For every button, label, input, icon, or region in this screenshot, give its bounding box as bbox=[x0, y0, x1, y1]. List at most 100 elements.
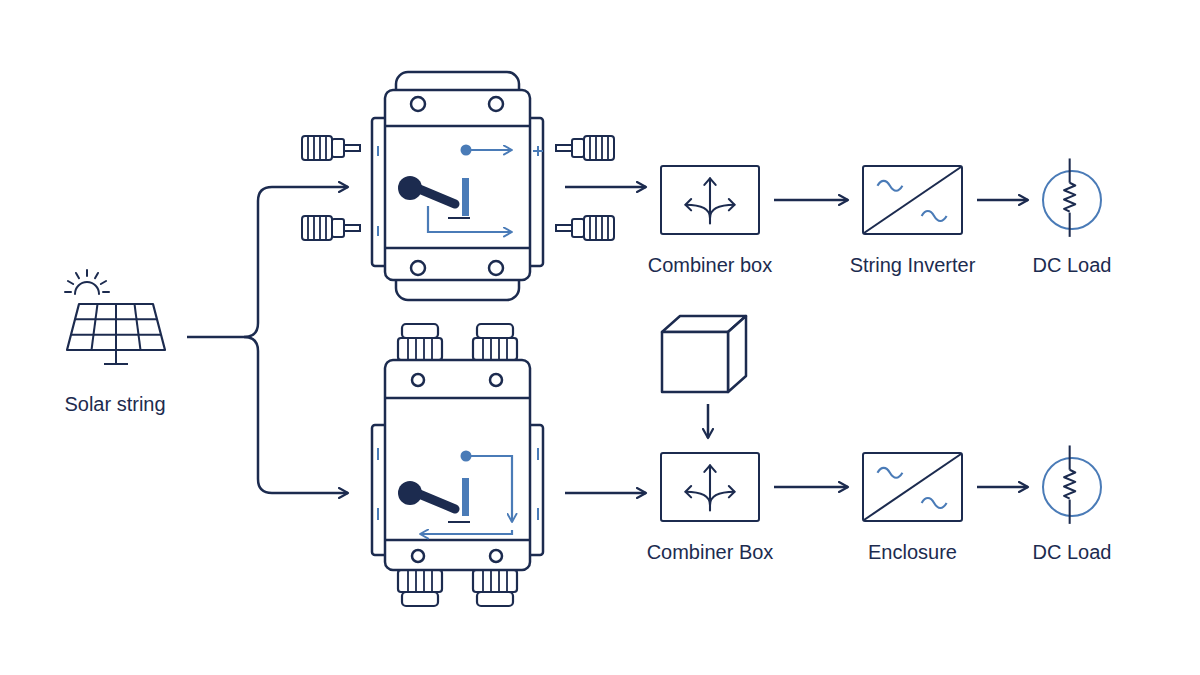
output-wire bbox=[565, 187, 646, 493]
inverter-symbol bbox=[864, 454, 961, 520]
drawing-part bbox=[448, 521, 470, 523]
drawing-part bbox=[877, 181, 902, 191]
drawing-part bbox=[67, 304, 165, 350]
drawing-part bbox=[685, 486, 691, 497]
drawing-part bbox=[556, 216, 614, 240]
drawing-part bbox=[685, 465, 734, 510]
solar-symbol bbox=[55, 262, 175, 370]
drawing-part bbox=[76, 273, 79, 278]
inverter-box: String Inverter bbox=[862, 165, 963, 235]
drawing-part bbox=[95, 273, 98, 278]
drawing-part bbox=[489, 97, 503, 111]
drawing-part bbox=[86, 270, 88, 276]
drawing-part bbox=[115, 304, 117, 350]
drawing-part bbox=[466, 456, 512, 522]
drawing-part bbox=[877, 468, 902, 478]
drawing-part bbox=[71, 304, 161, 364]
combiner-symbol bbox=[662, 167, 758, 233]
drawing-part bbox=[728, 316, 746, 392]
node-label: String Inverter bbox=[850, 253, 976, 277]
flow-arrow bbox=[977, 199, 1028, 202]
drawing-part bbox=[490, 374, 502, 386]
drawing-part bbox=[428, 206, 512, 232]
drawing-part bbox=[411, 261, 425, 275]
drawing-part bbox=[704, 465, 715, 472]
drawing-part bbox=[662, 332, 728, 392]
drawing-part bbox=[385, 397, 530, 400]
node-label: Combiner Box bbox=[647, 540, 774, 564]
node-label: DC Load bbox=[1033, 540, 1112, 564]
drawing-part bbox=[65, 291, 71, 293]
drawing-part bbox=[302, 216, 360, 240]
combiner-box: Combiner Box bbox=[660, 452, 760, 522]
drawing-part bbox=[1064, 470, 1075, 499]
drawing-part bbox=[378, 448, 538, 520]
flow-arrow bbox=[977, 486, 1028, 489]
enclosure-box: Enclosure bbox=[862, 452, 963, 522]
drawing-part bbox=[385, 125, 530, 128]
drawing-part bbox=[412, 374, 424, 386]
drawing-part bbox=[462, 178, 469, 216]
drawing-part bbox=[556, 136, 614, 160]
drawing-part bbox=[92, 304, 98, 350]
enclosure-cube bbox=[662, 316, 746, 438]
drawing-part bbox=[685, 178, 734, 223]
load-symbol bbox=[1044, 459, 1100, 515]
drawing-part bbox=[707, 404, 710, 438]
drawing-part bbox=[244, 337, 348, 493]
inverter-symbol bbox=[864, 167, 961, 233]
drawing-part bbox=[187, 187, 348, 337]
drawing-part bbox=[412, 550, 424, 562]
drawing-part bbox=[135, 304, 141, 350]
drawing-part bbox=[565, 186, 646, 189]
drawing-part bbox=[398, 324, 442, 360]
drawing-part bbox=[864, 167, 961, 233]
drawing-part bbox=[685, 199, 691, 210]
drawing-part bbox=[729, 486, 735, 497]
drawing-part bbox=[1064, 183, 1075, 212]
drawing-part bbox=[1069, 445, 1071, 469]
drawing-part bbox=[1069, 500, 1071, 524]
drawing-part bbox=[704, 178, 715, 185]
flow-arrow bbox=[774, 199, 848, 202]
node-label: DC Load bbox=[1033, 253, 1112, 277]
drawing-part bbox=[1069, 158, 1071, 182]
node-label: Enclosure bbox=[868, 540, 957, 564]
drawing-part bbox=[385, 247, 530, 250]
drawing-part bbox=[685, 492, 710, 505]
drawing-part bbox=[104, 363, 128, 365]
drawing-part bbox=[473, 324, 517, 360]
drawing-part bbox=[473, 570, 517, 606]
node-label: Combiner box bbox=[648, 253, 773, 277]
drawing-part bbox=[398, 570, 442, 606]
dc-load: DC Load bbox=[1042, 457, 1102, 517]
drawing-part bbox=[710, 492, 735, 505]
drawing-part bbox=[115, 350, 117, 364]
drawing-part bbox=[1069, 213, 1071, 237]
drawing-part bbox=[710, 205, 735, 218]
drawing-part bbox=[65, 270, 109, 294]
drawing-part bbox=[462, 478, 469, 516]
drawing-part bbox=[385, 90, 530, 280]
drawing-part bbox=[922, 211, 947, 221]
drawing-part bbox=[68, 281, 73, 284]
drawing-part bbox=[729, 199, 735, 210]
drawing-part bbox=[302, 136, 360, 160]
drawing-part bbox=[420, 530, 512, 534]
drawing-part bbox=[565, 492, 646, 495]
drawing-part bbox=[75, 282, 99, 294]
combiner-symbol bbox=[662, 454, 758, 520]
drawing-part bbox=[685, 205, 710, 218]
drawing-part bbox=[466, 149, 512, 151]
drawing-part bbox=[67, 304, 165, 350]
drawing-part bbox=[385, 539, 530, 542]
node-label: Solar string bbox=[64, 392, 165, 416]
drawing-part bbox=[922, 498, 947, 508]
drawing-part bbox=[378, 146, 543, 236]
drawing-part bbox=[103, 291, 109, 293]
drawing-part bbox=[490, 550, 502, 562]
drawing-part bbox=[398, 176, 422, 200]
